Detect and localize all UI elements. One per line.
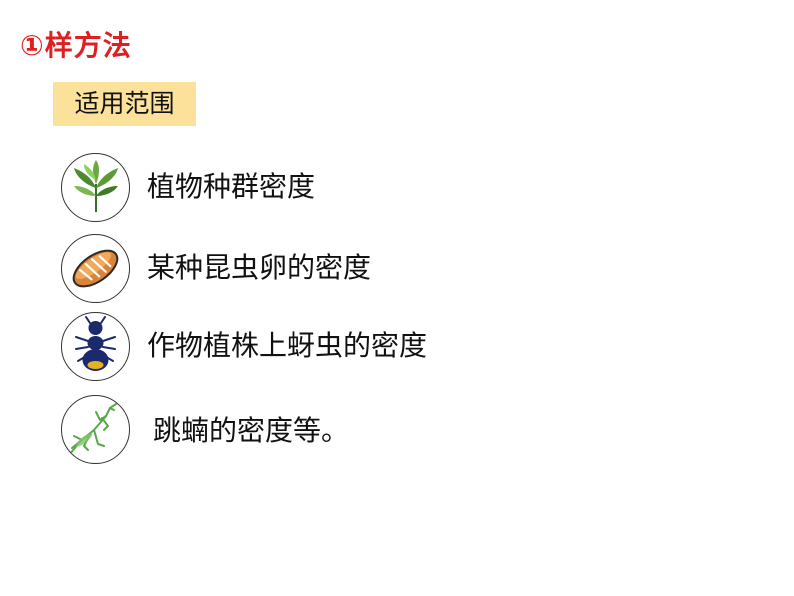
plant-icon: [61, 153, 130, 222]
list-item-grasshopper-density: 跳蝻的密度等。: [61, 395, 661, 465]
grasshopper-icon: [61, 395, 130, 464]
scope-badge: 适用范围: [53, 82, 196, 126]
list-item-aphid-density: 作物植株上蚜虫的密度: [61, 312, 661, 382]
list-item-insect-egg-density: 某种昆虫卵的密度: [61, 234, 661, 304]
page-title: ①样方法: [20, 29, 132, 62]
aphid-icon: [61, 312, 130, 381]
item-label: 跳蝻的密度等。: [153, 414, 350, 447]
item-label: 某种昆虫卵的密度: [147, 251, 372, 284]
insect-egg-icon: [61, 234, 130, 303]
item-label: 植物种群密度: [147, 170, 316, 203]
item-label: 作物植株上蚜虫的密度: [147, 329, 428, 362]
list-item-plant-density: 植物种群密度: [61, 153, 661, 223]
